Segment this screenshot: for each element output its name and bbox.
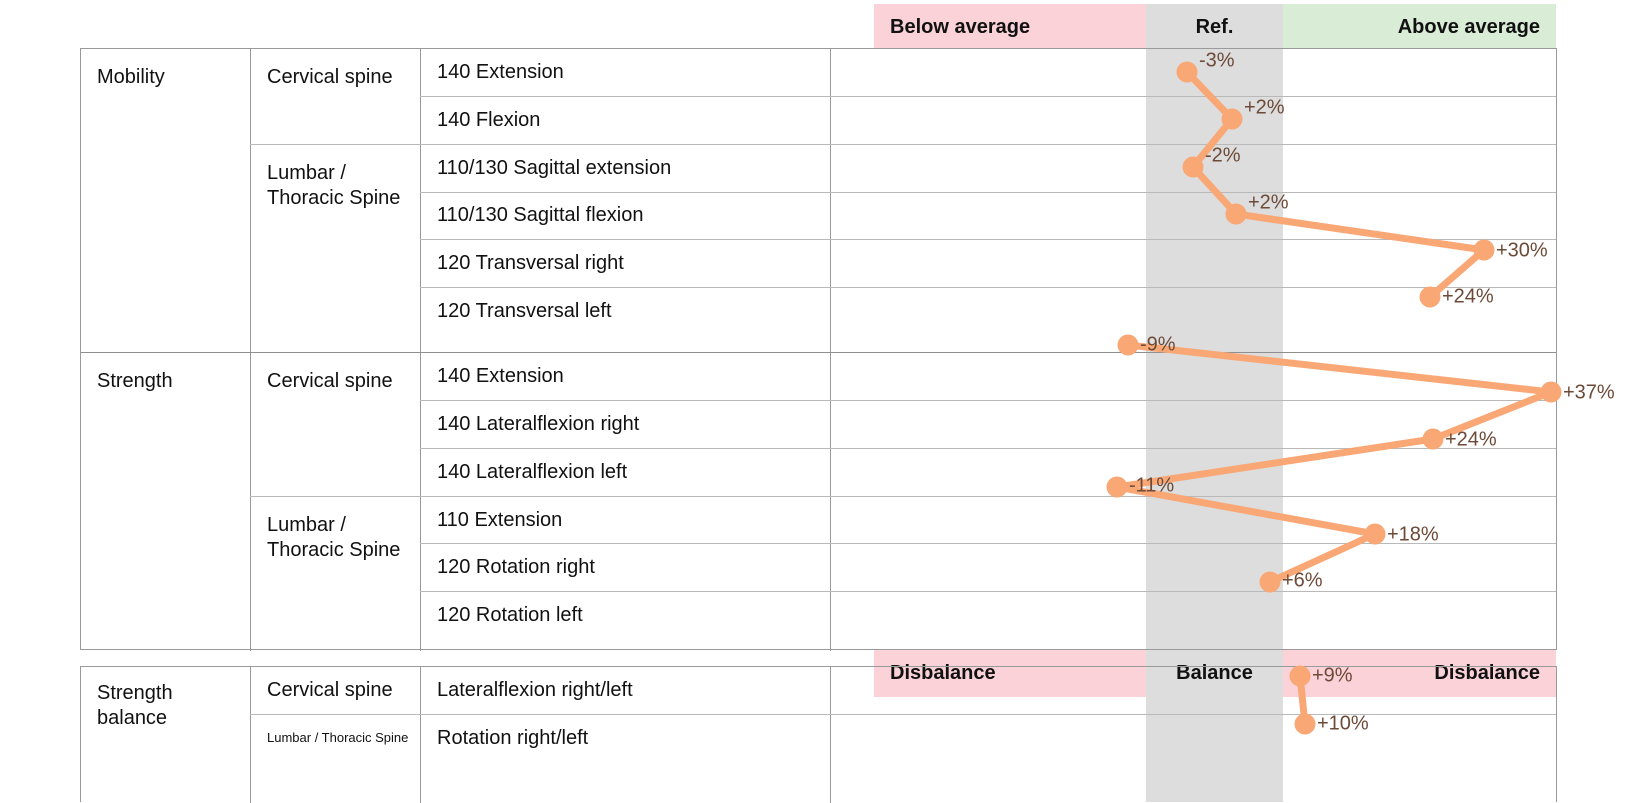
row-label: 110/130 Sagittal flexion xyxy=(437,204,644,226)
band-balance xyxy=(1146,650,1283,802)
subgroup-label-balance-lumbar: Lumbar / Thoracic Spine xyxy=(267,730,409,746)
header-disbalance-right: Disbalance xyxy=(1434,662,1540,684)
group-label-mobility: Mobility xyxy=(97,66,165,88)
group-label-strength: Strength xyxy=(97,370,173,392)
row-label: 140 Lateralflexion right xyxy=(437,413,640,435)
band-above-average xyxy=(1283,4,1556,49)
data-point-label: +37% xyxy=(1563,381,1615,404)
band-disbalance-right xyxy=(1283,650,1556,697)
row-divider xyxy=(250,714,1556,715)
subgroup-label-balance-cervical: Cervical spine xyxy=(267,679,393,701)
col-divider-group xyxy=(250,49,251,651)
row-label: 110 Extension xyxy=(437,509,563,531)
row-divider xyxy=(420,448,1556,449)
row-label: 120 Rotation left xyxy=(437,604,583,626)
row-divider xyxy=(420,543,1556,544)
header-below-average: Below average xyxy=(890,16,1031,38)
header-above-average: Above average xyxy=(1397,16,1540,38)
col-divider-subgroup xyxy=(420,667,421,803)
group-divider xyxy=(81,352,1556,353)
row-label: 140 Extension xyxy=(437,61,564,83)
col-divider-chart xyxy=(830,49,831,651)
main-table: Mobility Strength Cervical spine Lumbar … xyxy=(80,48,1557,651)
balance-table: Strength balance Cervical spine Lumbar /… xyxy=(80,666,1557,803)
row-label: 140 Lateralflexion left xyxy=(437,461,628,483)
header-disbalance-left: Disbalance xyxy=(890,662,996,684)
subgroup-label-strength-cervical: Cervical spine xyxy=(267,370,393,392)
band-disbalance-left xyxy=(874,650,1146,697)
row-divider xyxy=(420,96,1556,97)
row-label: 140 Flexion xyxy=(437,109,541,131)
row-label: 120 Transversal right xyxy=(437,252,624,274)
band-below-average xyxy=(874,4,1146,49)
col-divider-group xyxy=(250,667,251,803)
row-divider xyxy=(420,239,1556,240)
row-label: 140 Extension xyxy=(437,365,564,387)
subgroup-label-mobility-lumbar: Lumbar / Thoracic Spine xyxy=(267,162,401,209)
row-divider xyxy=(420,400,1556,401)
row-label: Rotation right/left xyxy=(437,727,589,749)
col-divider-chart xyxy=(830,667,831,803)
row-label: Lateralflexion right/left xyxy=(437,679,633,701)
col-divider-subgroup xyxy=(420,49,421,651)
row-label: 120 Rotation right xyxy=(437,556,595,578)
row-divider xyxy=(250,144,1556,145)
row-divider xyxy=(250,496,1556,497)
group-label-strength-balance: Strength balance xyxy=(97,682,173,729)
row-divider xyxy=(420,591,1556,592)
row-label: 110/130 Sagittal extension xyxy=(437,157,672,179)
subgroup-label-mobility-cervical: Cervical spine xyxy=(267,66,393,88)
row-divider xyxy=(420,192,1556,193)
subgroup-label-strength-lumbar: Lumbar / Thoracic Spine xyxy=(267,514,401,561)
header-ref: Ref. xyxy=(1195,16,1234,38)
header-balance: Balance xyxy=(1176,662,1253,684)
row-divider xyxy=(420,287,1556,288)
row-label: 120 Transversal left xyxy=(437,300,612,322)
